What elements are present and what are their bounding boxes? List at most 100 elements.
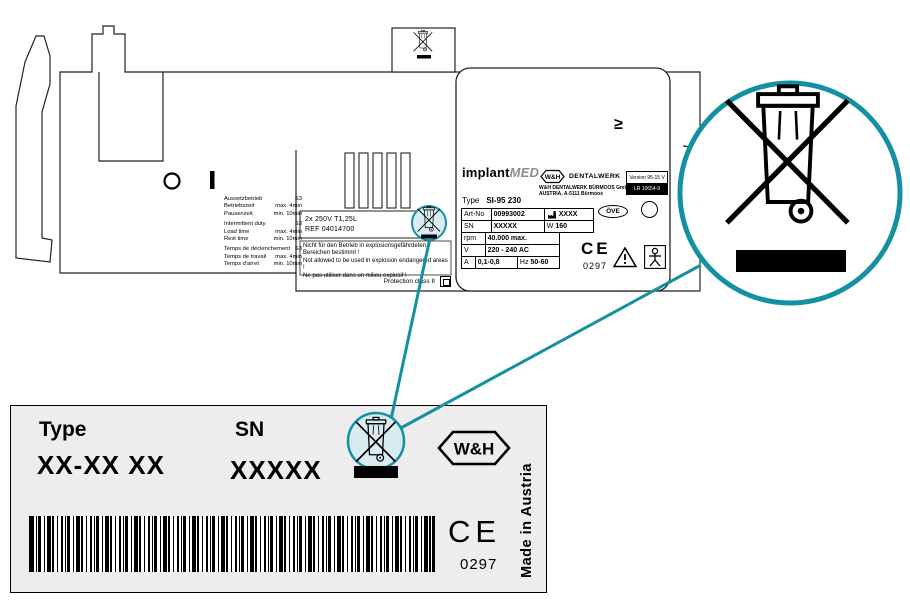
duty-label: Temps de déclenchement bbox=[224, 246, 291, 253]
duty-value: min. 10min bbox=[273, 261, 302, 268]
power-on-symbol bbox=[210, 171, 215, 189]
rpm-value: 40.000 max. bbox=[487, 235, 527, 242]
dentalwerk-text: DENTALWERK bbox=[569, 173, 621, 180]
weee-bin-icon bbox=[413, 29, 433, 59]
plate-spec-table: Art-No 00993002 XXXX SN XXXXX W 160 rpm … bbox=[461, 208, 594, 269]
badge-line: LR 10654-9 bbox=[627, 183, 667, 194]
address-line: AUSTRIA, A-5111 Bürmoos bbox=[539, 190, 603, 197]
duty-row: Intermittent duty S3 bbox=[224, 221, 302, 228]
label-sn-value: XXXXX bbox=[230, 455, 322, 485]
warning-box-outline bbox=[299, 240, 452, 276]
explosion-warning-text: Nicht für den Betrieb in explosionsgefäh… bbox=[303, 243, 451, 280]
wh-logo-small: W&H bbox=[540, 169, 565, 184]
duty-value: S3 bbox=[294, 221, 302, 228]
duty-value: S3 bbox=[294, 246, 302, 253]
manufacture-date-icon bbox=[547, 211, 556, 219]
label-sn-heading: SN bbox=[235, 418, 265, 441]
plate-ce-number: 0297 bbox=[583, 261, 608, 271]
duty-row: Temps d'arret min. 10min bbox=[224, 261, 302, 268]
vent-slots bbox=[344, 152, 411, 209]
implantmed-logo: implantMED bbox=[462, 165, 539, 180]
address-line: W&H DENTALWERK BÜRMOOS GmbH bbox=[539, 185, 632, 191]
table-row: SN XXXXX W 160 bbox=[461, 220, 594, 233]
duty-row: Betriebszeit max. 4min bbox=[224, 203, 302, 210]
protection-class-row: Protection class II bbox=[303, 276, 451, 287]
top-label-outline bbox=[391, 27, 456, 73]
barcode bbox=[29, 516, 435, 572]
table-row: V 220 - 240 AC bbox=[461, 244, 560, 257]
hz-label: Hz bbox=[519, 259, 529, 266]
table-row: rpm 40.000 max. bbox=[461, 232, 560, 245]
wh-logo-text: W&H bbox=[545, 174, 561, 181]
label-type-value: XX-XX XX bbox=[37, 450, 165, 480]
fuse-rating-label: 2x 250V T1,25L REF 04014700 bbox=[305, 215, 357, 234]
type-b-applied-part-icon bbox=[644, 245, 666, 269]
hz-cell: Hz 50-60 bbox=[518, 257, 559, 268]
table-row: Art-No 00993002 XXXX bbox=[461, 208, 594, 221]
made-in-austria-text: Made in Austria bbox=[519, 463, 535, 579]
fuse-rating: 2x 250V T1,25L bbox=[305, 216, 358, 223]
wh-logo-large: W&H bbox=[437, 430, 511, 466]
duty-value: max. 4min bbox=[275, 203, 302, 210]
duty-row: Temps de travail max. 4min bbox=[224, 254, 302, 261]
volt-label: V bbox=[462, 245, 486, 256]
duty-label: Temps de travail bbox=[224, 253, 267, 260]
enlarged-serial-label: Type SN XX-XX XX XXXXX W&H CE 0297 Made … bbox=[10, 405, 547, 593]
artno-label: Art-No bbox=[462, 209, 492, 220]
sn-label: SN bbox=[462, 221, 492, 232]
class-ii-icon bbox=[440, 276, 451, 287]
certification-badge: Version 95-15 V LR 10654-9 bbox=[626, 171, 668, 195]
volt-value: 220 - 240 AC bbox=[487, 247, 529, 254]
duty-value: min. 10min bbox=[273, 210, 302, 217]
duty-label: Temps d'arret bbox=[224, 261, 259, 268]
moulded-mark: ≥ bbox=[614, 116, 623, 133]
duty-value: min. 10min bbox=[273, 236, 302, 243]
watt-label: W bbox=[546, 223, 554, 230]
power-off-symbol bbox=[163, 172, 181, 190]
watt-cell: W 160 bbox=[545, 221, 593, 232]
plate-type-row: Type SI-95 230 bbox=[462, 196, 521, 205]
rpm-label: rpm bbox=[462, 233, 486, 244]
type-label: Type bbox=[462, 196, 480, 205]
duty-row: Aussetzbetrieb S3 bbox=[224, 196, 302, 203]
duty-label: Aussetzbetrieb bbox=[224, 196, 263, 202]
ove-mark: ÖVE bbox=[598, 205, 628, 218]
duty-label: Intermittent duty bbox=[224, 221, 266, 228]
attention-triangle-icon bbox=[612, 246, 638, 268]
artno-value: 00993002 bbox=[492, 209, 545, 220]
brand-med: MED bbox=[509, 165, 540, 180]
brand-implant: implant bbox=[462, 165, 510, 180]
plate-ce-mark: CE bbox=[581, 239, 611, 258]
duty-label: Rest time bbox=[224, 236, 249, 243]
fuse-ref: REF 04014700 bbox=[305, 225, 355, 233]
warning-line: Bereichen bestimmt ! bbox=[303, 250, 360, 257]
manufacturer-address: W&H DENTALWERK BÜRMOOS GmbH AUSTRIA, A-5… bbox=[539, 185, 632, 197]
table-row: A 0,1-0,8 Hz 50-60 bbox=[461, 256, 560, 269]
type-value: SI-95 230 bbox=[486, 196, 522, 205]
cert-mark-icon bbox=[641, 201, 658, 218]
duty-value: S3 bbox=[294, 196, 302, 202]
label-ce-number: 0297 bbox=[460, 556, 498, 573]
protection-class-label: Protection class II bbox=[383, 278, 435, 285]
duty-row: Rest time min. 10min bbox=[224, 236, 302, 243]
duty-value: max. 4min bbox=[275, 228, 302, 235]
sn-value: XXXXX bbox=[492, 221, 545, 232]
warning-line: Nicht für den Betrieb in explosionsgefäh… bbox=[303, 243, 427, 249]
amp-label: A bbox=[462, 257, 476, 268]
badge-line: Version 95-15 V bbox=[629, 174, 665, 181]
warning-line: Not allowed to be used in explosion enda… bbox=[303, 257, 448, 272]
duty-row: Pausenzeit min. 10min bbox=[224, 211, 302, 218]
amp-value: 0,1-0,8 bbox=[476, 257, 518, 268]
duty-label: Load time bbox=[224, 228, 250, 235]
duty-label: Pausenzeit bbox=[224, 210, 253, 217]
duty-value: max. 4min bbox=[275, 253, 302, 260]
warning-line: Ne pas utiliser dans un milieu explosif … bbox=[303, 272, 407, 279]
duty-label: Betriebszeit bbox=[224, 203, 255, 210]
duty-row: Load time max. 4min bbox=[224, 229, 302, 236]
wh-logo-text: W&H bbox=[454, 440, 495, 459]
hz-value: 50-60 bbox=[530, 259, 549, 266]
label-type-heading: Type bbox=[39, 418, 87, 441]
